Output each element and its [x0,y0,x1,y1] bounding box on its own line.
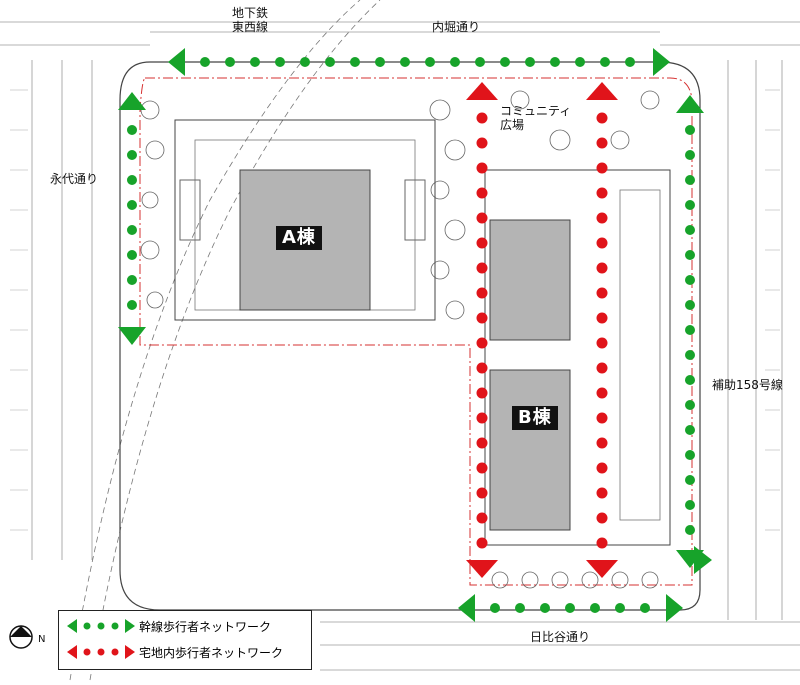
site-boundary [119,61,701,611]
property-line [139,77,693,586]
building-a-tag: A棟 [276,226,322,250]
legend-site-label: 宅地内歩行者ネットワーク [139,646,284,660]
site-network [466,82,618,578]
trunk-network [118,48,712,622]
compass-needle-icon [10,626,32,637]
compass: N [6,622,56,656]
east-street-label: 補助158号線 [712,378,783,392]
building-b-tag: B棟 [512,406,558,430]
legend: 幹線歩行者ネットワーク 宅地内歩行者ネットワーク [58,610,312,670]
south-street-label: 日比谷通り [530,630,591,644]
building-b-core-north [489,219,571,341]
compass-north-letter: N [38,634,45,645]
north-street-label: 内堀通り [432,20,481,34]
trees [140,90,660,589]
plaza-label: コミュニティ 広場 [500,104,572,133]
building-b-core-south [489,369,571,531]
legend-trunk-symbol [67,619,135,633]
west-street-label: 永代通り [50,172,99,186]
legend-trunk-label: 幹線歩行者ネットワーク [139,620,272,634]
legend-site-symbol [67,645,135,659]
legend-row-site: 宅地内歩行者ネットワーク [59,641,311,663]
subway-label: 地下鉄 東西線 [232,6,269,35]
legend-row-trunk: 幹線歩行者ネットワーク [59,615,311,637]
building-a [174,119,436,321]
building-b [484,169,671,546]
